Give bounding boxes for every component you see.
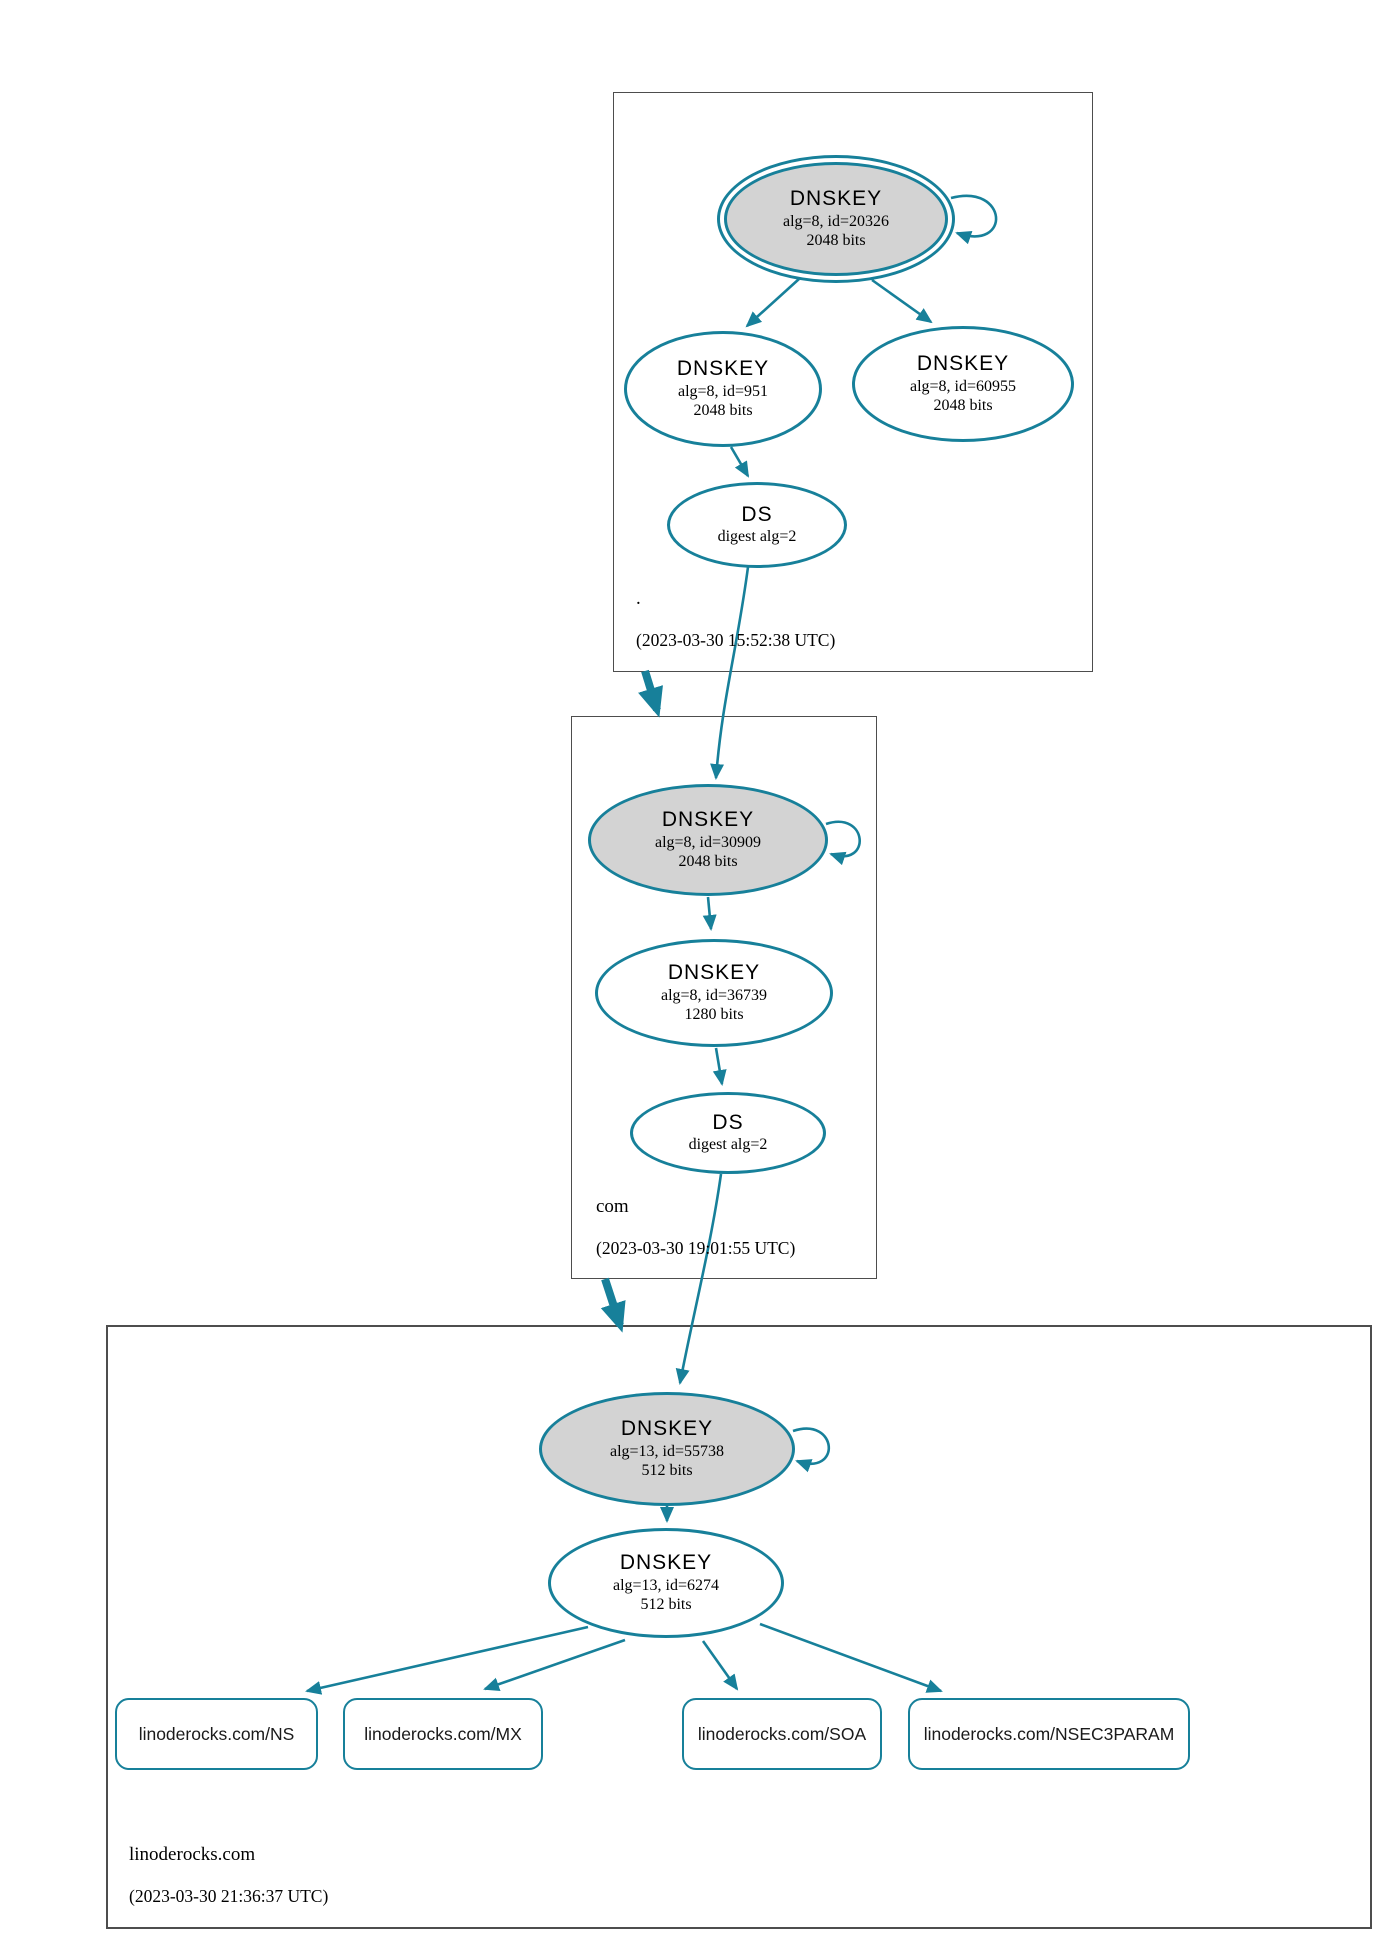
node-detail: 2048 bits: [678, 853, 738, 871]
zone-timestamp-linoderocks: (2023-03-30 21:36:37 UTC): [129, 1886, 329, 1906]
node-detail: alg=8, id=36739: [660, 986, 768, 1004]
zone-timestamp-com: (2023-03-30 19:01:55 UTC): [596, 1238, 796, 1258]
node-detail: 2048 bits: [806, 232, 866, 250]
edge-comksk-to-zsk: [702, 896, 717, 931]
edge-lrzsk-to-mx: [483, 1638, 626, 1691]
rrset-node-soa: linoderocks.com/SOA: [682, 1698, 882, 1770]
zone-name-linoderocks: linoderocks.com: [129, 1844, 256, 1865]
node-detail: alg=8, id=30909: [654, 833, 762, 851]
edge-rootds-to-comksk: [710, 566, 750, 780]
node-detail: alg=13, id=6274: [612, 1576, 720, 1594]
edge-rootksk-to-zsk60955: [871, 278, 933, 324]
node-title: DNSKEY: [676, 357, 770, 381]
node-detail: alg=8, id=60955: [909, 377, 1017, 395]
node-detail: 512 bits: [641, 1462, 693, 1480]
node-detail: alg=8, id=951: [677, 382, 769, 400]
node-title: DNSKEY: [661, 808, 755, 832]
dnskey-node-root-ksk-20326: DNSKEY alg=8, id=20326 2048 bits: [717, 155, 955, 283]
rrset-node-ns: linoderocks.com/NS: [115, 1698, 318, 1770]
node-title: DNSKEY: [789, 187, 883, 211]
node-detail: 512 bits: [640, 1596, 692, 1614]
edge-comds-to-lrksk: [675, 1173, 723, 1385]
ds-node-com: DS digest alg=2: [630, 1092, 826, 1174]
edge-lrzsk-to-ns: [305, 1625, 589, 1695]
node-title: DNSKEY: [620, 1417, 714, 1441]
node-title: DNSKEY: [916, 352, 1010, 376]
rrset-node-nsec3param: linoderocks.com/NSEC3PARAM: [908, 1698, 1190, 1770]
dnskey-node-lr-zsk-6274: DNSKEY alg=13, id=6274 512 bits: [548, 1528, 784, 1638]
node-detail: 2048 bits: [933, 397, 993, 415]
edge-group: [305, 194, 998, 1695]
delegation-com-to-linoderocks: [600, 1277, 626, 1333]
node-detail: digest alg=2: [717, 528, 797, 546]
rrset-node-mx: linoderocks.com/MX: [343, 1698, 543, 1770]
node-detail: 1280 bits: [684, 1006, 744, 1024]
delegation-arrows: [600, 669, 663, 1333]
zone-timestamp-root: (2023-03-30 15:52:38 UTC): [636, 630, 836, 650]
zone-name-root: .: [636, 588, 641, 609]
dnskey-node-root-zsk-60955: DNSKEY alg=8, id=60955 2048 bits: [852, 326, 1074, 442]
node-detail: digest alg=2: [688, 1136, 768, 1154]
dnskey-node-root-zsk-951: DNSKEY alg=8, id=951 2048 bits: [624, 331, 822, 447]
dnskey-node-com-ksk-30909: DNSKEY alg=8, id=30909 2048 bits: [588, 784, 828, 896]
edge-lrzsk-to-soa: [701, 1640, 739, 1691]
node-detail: 2048 bits: [693, 402, 753, 420]
dnskey-node-com-zsk-36739: DNSKEY alg=8, id=36739 1280 bits: [595, 939, 833, 1047]
edge-comksk-selfloop: [825, 820, 861, 866]
node-title: DS: [712, 1111, 744, 1135]
edge-comzsk-to-ds: [712, 1047, 727, 1086]
edge-rootksk-to-zsk951: [745, 278, 800, 328]
node-detail: alg=13, id=55738: [609, 1442, 725, 1460]
zone-name-com: com: [596, 1196, 629, 1217]
ds-node-root: DS digest alg=2: [667, 482, 847, 568]
node-title: DS: [741, 503, 773, 527]
edge-lrksk-selfloop: [792, 1427, 831, 1473]
edge-rootksk-selfloop: [950, 194, 998, 245]
node-title: DNSKEY: [667, 961, 761, 985]
node-title: DNSKEY: [619, 1551, 713, 1575]
delegation-root-to-com: [638, 669, 663, 718]
edge-lrzsk-to-nsec3param: [759, 1622, 943, 1693]
zone-box-linoderocks: [106, 1325, 1372, 1929]
node-detail: alg=8, id=20326: [782, 212, 890, 230]
edge-zsk951-to-ds: [729, 446, 750, 478]
dnskey-node-lr-ksk-55738: DNSKEY alg=13, id=55738 512 bits: [539, 1392, 795, 1506]
zone-box-root: [613, 92, 1093, 672]
